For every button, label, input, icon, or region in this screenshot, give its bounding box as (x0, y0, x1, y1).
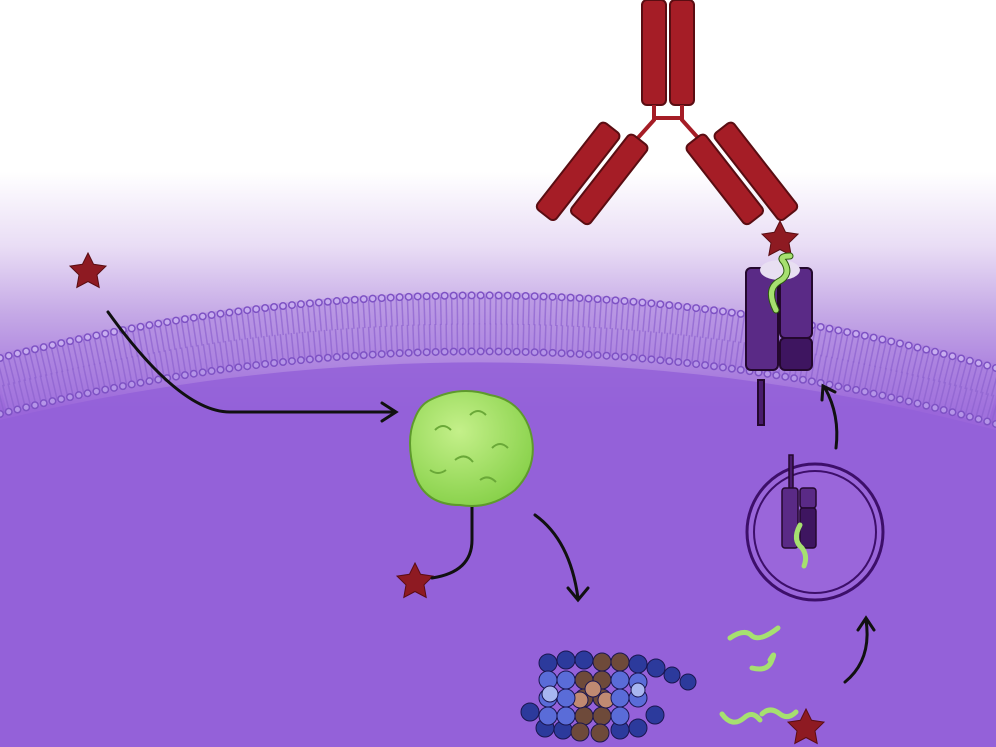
antigen-star-icon (760, 219, 800, 257)
antigen-star-icon (68, 251, 108, 289)
antibody-icon (535, 0, 799, 226)
arrow-icon (533, 513, 590, 603)
protein-fragment-cluster-icon (520, 650, 697, 743)
peptide-icon (719, 711, 763, 725)
arrow-icon (843, 615, 876, 684)
peptide-icon (749, 652, 777, 672)
peptide-icon (759, 707, 799, 720)
arrow-icon (106, 310, 399, 423)
mhc-receptor-icon (781, 454, 817, 549)
peptide-icon (727, 625, 781, 641)
proteasome-blob-icon (409, 390, 534, 507)
arrow-icon (820, 383, 839, 450)
peptide-icon (769, 253, 793, 313)
arrow-icon (430, 500, 474, 580)
mhc-receptor-icon (745, 252, 813, 426)
peptide-icon (794, 522, 809, 569)
cell-membrane (0, 291, 996, 428)
cytoplasm (0, 362, 996, 747)
antigen-star-icon (786, 707, 826, 745)
antigen-star-icon (395, 561, 435, 599)
vesicle-icon (745, 454, 885, 602)
